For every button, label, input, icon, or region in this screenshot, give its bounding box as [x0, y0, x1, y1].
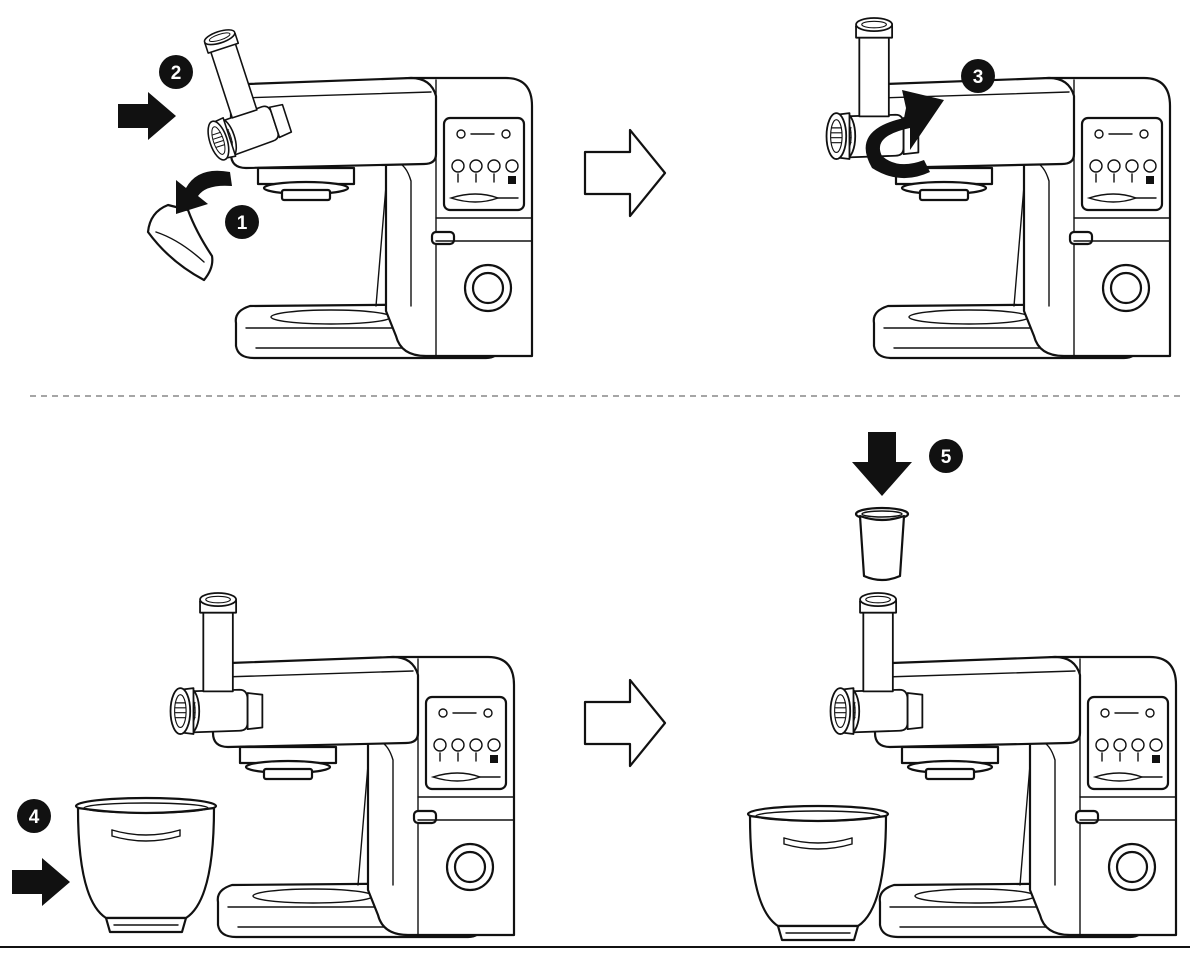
drive-cover-icon	[146, 203, 214, 282]
step-label-1: 1	[237, 213, 248, 234]
food-pusher-icon	[854, 506, 910, 582]
push-down-arrow-icon	[852, 432, 912, 496]
push-arrow-icon	[12, 858, 70, 906]
panel-top-right: 3	[825, 17, 1172, 360]
rotate-arrow-icon	[865, 90, 944, 179]
next-step-arrow-icon	[583, 128, 667, 218]
step-badge-4: 4	[17, 799, 51, 833]
step-badge-3: 3	[961, 59, 995, 93]
panel-bottom-left: 4	[12, 592, 516, 939]
curved-arrow-icon	[176, 170, 232, 214]
step-label-3: 3	[973, 67, 984, 88]
next-step-arrow-icon	[583, 678, 667, 768]
panel-top-left: 2 1	[118, 18, 534, 360]
step-badge-2: 2	[159, 55, 193, 89]
step-badge-1: 1	[225, 205, 259, 239]
step-label-2: 2	[171, 63, 182, 84]
panel-bottom-right: 5	[746, 432, 1178, 942]
bowl-icon	[746, 804, 890, 942]
push-arrow-icon	[118, 92, 176, 140]
step-badge-5: 5	[929, 439, 963, 473]
step-label-4: 4	[29, 807, 40, 828]
bowl-icon	[74, 796, 218, 934]
step-label-5: 5	[941, 447, 952, 468]
